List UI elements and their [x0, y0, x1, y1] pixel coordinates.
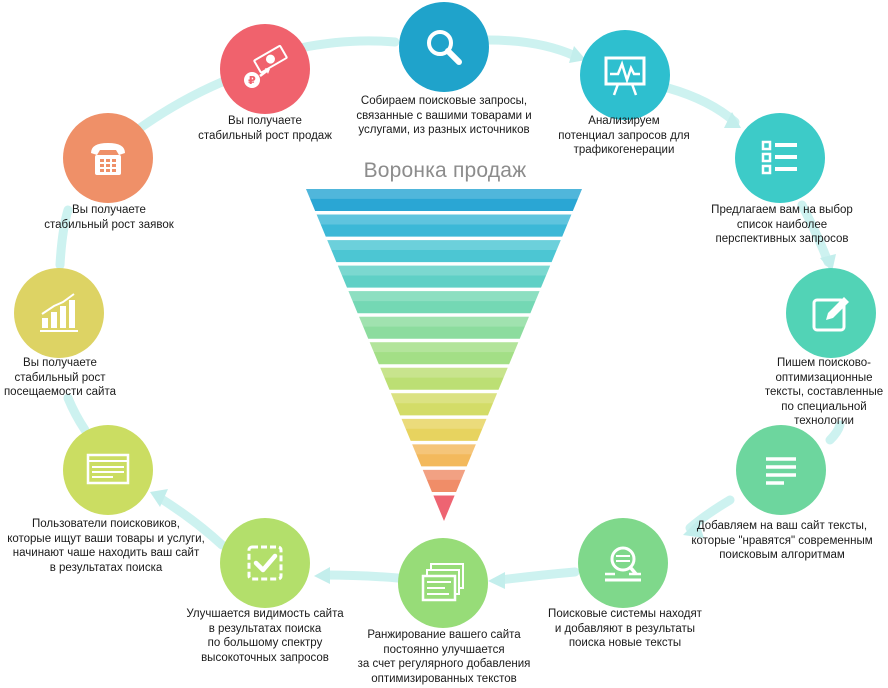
funnel-band-highlight [422, 469, 466, 480]
step-circle [786, 268, 876, 358]
funnel-band-highlight [337, 265, 551, 276]
funnel-band-highlight [412, 444, 476, 455]
funnel-band [401, 418, 487, 441]
webpage-icon [86, 453, 130, 485]
step-text: Предлагаем вам на выбор список наиболее … [711, 204, 853, 245]
funnel-band-highlight [306, 189, 582, 199]
step-text: Вы получаете стабильный рост продаж [198, 115, 332, 142]
funnel-band [316, 214, 572, 237]
checkbox-icon [247, 545, 283, 581]
magnifier-doc-icon [605, 546, 641, 582]
phone-icon [91, 143, 125, 175]
step-circle [220, 518, 310, 608]
ring-arrow [683, 520, 704, 538]
ring-segment [295, 36, 400, 53]
step-text: Пользователи поисковиков, которые ищут в… [7, 518, 205, 574]
ring-arrow [820, 254, 836, 272]
step-text: Поисковые системы находят и добавляют в … [548, 608, 702, 649]
funnel-band-highlight [401, 418, 487, 429]
ring-segment [320, 570, 403, 583]
step-circle [578, 518, 668, 608]
step-text: Улучшается видимость сайта в результатах… [186, 608, 344, 664]
step-circle [63, 113, 153, 203]
svg-text:₽: ₽ [248, 74, 256, 87]
ring-segment [825, 420, 845, 445]
funnel-band [412, 444, 476, 467]
ring-segment [55, 205, 73, 270]
step-circle [398, 538, 488, 628]
step-text: Ранжирование вашего сайта постоянно улуч… [357, 629, 531, 685]
ring-segment [483, 35, 580, 61]
funnel-band [306, 189, 582, 212]
funnel-band [422, 469, 466, 492]
ring-arrow [314, 567, 330, 584]
funnel-band-highlight [348, 291, 540, 302]
bar-chart-icon [40, 293, 78, 332]
funnel-title: Воронка продаж [363, 159, 527, 182]
funnel-band-highlight [359, 316, 529, 327]
list-icon [761, 140, 797, 175]
ring-segment [63, 393, 90, 435]
step-text: Добавляем на ваш сайт тексты, которые "н… [691, 520, 873, 561]
step-circle [580, 30, 670, 120]
step-circle: ₽ [220, 24, 310, 114]
ring-arrow [724, 112, 741, 128]
step-circle [735, 113, 825, 203]
edit-icon [812, 297, 849, 332]
funnel-band [327, 240, 561, 263]
ring-segment [495, 567, 580, 585]
pages-icon [421, 563, 464, 602]
funnel-band [359, 316, 529, 339]
funnel-band-highlight [369, 342, 519, 353]
step-circle [736, 425, 826, 515]
ring-arrow [150, 489, 168, 507]
funnel-band-highlight [327, 240, 561, 250]
money-icon: ₽ [244, 44, 288, 88]
search-icon [427, 30, 462, 65]
step-text: Собираем поисковые запросы, связанные с … [356, 95, 532, 136]
funnel-band [380, 367, 508, 390]
step-text: Вы получаете стабильный рост заявок [44, 204, 174, 231]
funnel-band [390, 393, 498, 416]
funnel-band [369, 342, 519, 365]
ring-segment [155, 493, 227, 550]
step-text: Вы получаете стабильный рост посещаемост… [3, 357, 117, 398]
step-circle [14, 268, 104, 358]
step-text: Пишем поисково- оптимизационные тексты, … [764, 357, 884, 427]
funnel-band [433, 495, 455, 521]
ring-segment [135, 77, 227, 133]
step-circle [63, 425, 153, 515]
funnel-band-highlight [316, 214, 572, 225]
step-circle [399, 2, 489, 92]
text-lines-icon [766, 457, 796, 485]
funnel-band [348, 291, 540, 314]
monitor-chart-icon [604, 56, 646, 96]
funnel-band-highlight [390, 393, 498, 404]
step-text: Анализируем потенциал запросов для трафи… [558, 115, 690, 156]
ring-arrow [488, 572, 505, 589]
funnel-band [337, 265, 551, 288]
funnel-band-highlight [380, 367, 508, 378]
